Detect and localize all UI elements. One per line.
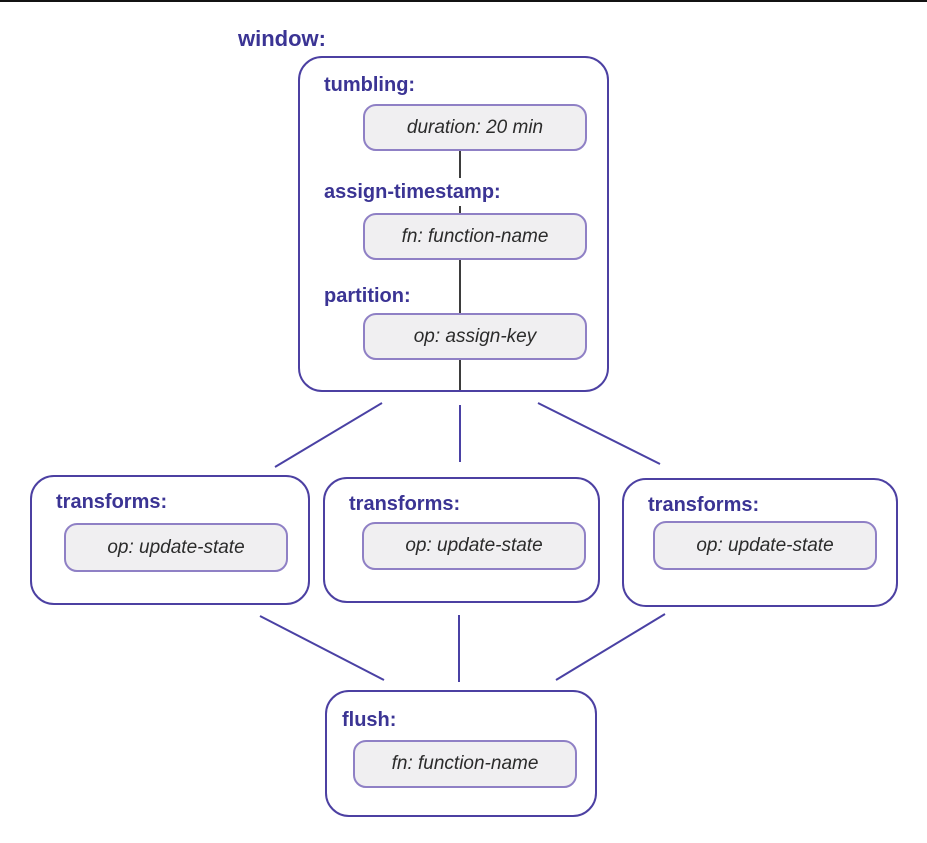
flush-fn-value: fn: function-name	[353, 740, 577, 788]
flush-label: flush:	[342, 706, 397, 734]
tumbling-duration-value: duration: 20 min	[363, 104, 587, 151]
diagram-title: window:	[238, 26, 326, 51]
connector-window-to-transforms-left	[274, 402, 383, 468]
connector-transforms-left-to-flush	[259, 615, 385, 681]
assign-timestamp-label: assign-timestamp:	[324, 178, 501, 206]
assign-timestamp-fn-value: fn: function-name	[363, 213, 587, 260]
transforms-op-value: op: update-state	[64, 523, 288, 572]
transforms-label: transforms:	[349, 490, 461, 518]
window-node: tumbling: duration: 20 min assign-timest…	[298, 56, 609, 392]
transforms-node-left: transforms: op: update-state	[30, 475, 310, 605]
connector-transforms-right-to-flush	[555, 613, 666, 681]
transforms-op-value: op: update-state	[653, 521, 877, 570]
transforms-label: transforms:	[648, 491, 760, 519]
partition-label: partition:	[324, 282, 411, 310]
transforms-node-middle: transforms: op: update-state	[323, 477, 600, 603]
top-divider-rule	[0, 0, 927, 2]
flush-node: flush: fn: function-name	[325, 690, 597, 817]
tumbling-label: tumbling:	[324, 71, 416, 99]
connector-window-to-transforms-right	[537, 402, 661, 465]
transforms-op-value: op: update-state	[362, 522, 586, 570]
partition-op-value: op: assign-key	[363, 313, 587, 360]
transforms-node-right: transforms: op: update-state	[622, 478, 898, 607]
transforms-label: transforms:	[56, 488, 168, 516]
